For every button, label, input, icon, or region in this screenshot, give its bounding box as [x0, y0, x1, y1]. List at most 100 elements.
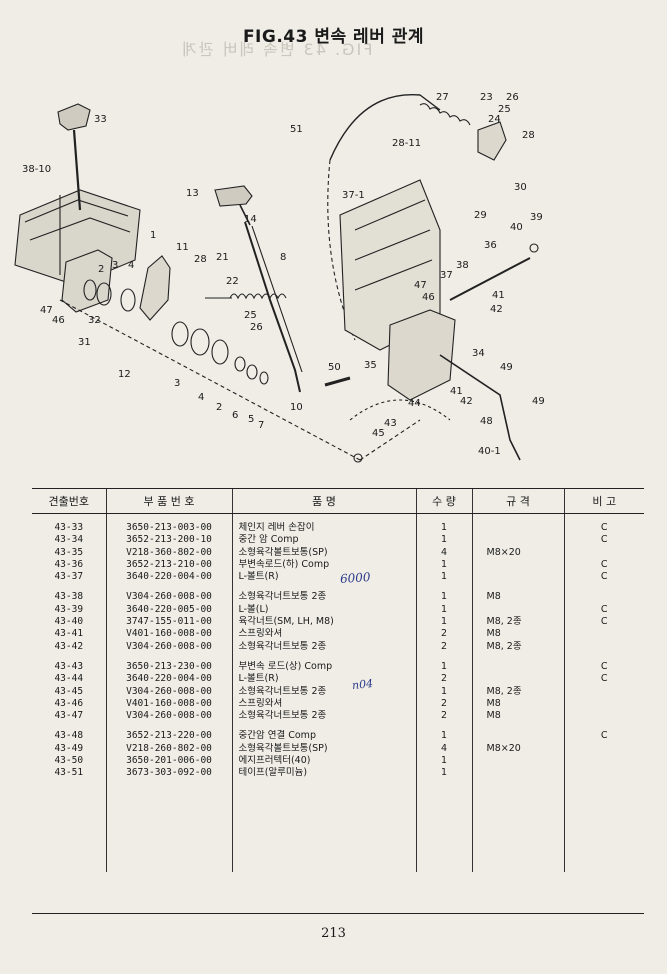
table-cell-name: L-볼(L)	[231, 603, 416, 617]
callout-label: 13	[186, 188, 199, 199]
table-bottom-rule	[32, 913, 644, 914]
callout-label: 31	[78, 337, 91, 348]
exploded-parts-diagram: 33 38-10 13 14 51 27 23 26 25 24 28 28-1…	[14, 92, 545, 463]
table-cell-remark: C	[563, 673, 644, 686]
table-cell-name: 체인지 레버 손잡이	[231, 522, 416, 535]
table-cell-name: 부변속 로드(상) Comp	[231, 660, 416, 674]
callout-label: 27	[436, 92, 449, 103]
column-header: 비 고	[563, 488, 644, 514]
callout-label: 38-10	[22, 164, 51, 175]
callout-label: 2	[216, 402, 222, 413]
table-cell-no: 43-34	[54, 534, 84, 546]
callout-label: 5	[248, 414, 254, 425]
table-cell-part: 3673-303-092-00	[105, 767, 232, 780]
column-header: 부 품 번 호	[105, 488, 232, 514]
callout-label: 42	[460, 396, 473, 407]
callout-label: 1	[150, 230, 156, 241]
table-cell-part: V218-260-802-00	[105, 742, 232, 756]
table-cell-name: L-볼트(R)	[231, 571, 416, 584]
callout-label: 46	[422, 292, 435, 303]
table-cell-remark: C	[563, 571, 644, 584]
table-cell-part: 3650-213-003-00	[105, 522, 232, 535]
table-spacer-row	[32, 652, 644, 661]
column-header: 견출번호	[32, 488, 106, 514]
callout-labels: 33 38-10 13 14 51 27 23 26 25 24 28 28-1…	[22, 92, 545, 457]
table-cell-qty: 1	[415, 685, 472, 698]
table-cell-spec: M8×20	[471, 742, 564, 756]
table-cell-part: V304-260-008-00	[105, 685, 232, 698]
table-cell-part: V304-260-008-00	[105, 591, 232, 604]
table-cell-spec: M8	[471, 591, 564, 604]
callout-label: 43	[384, 418, 397, 429]
table-cell-part: 3650-213-230-00	[105, 660, 232, 674]
table-cell-spec	[471, 730, 564, 743]
callout-label: 26	[250, 322, 263, 333]
table-cell-name: 스프링와셔	[231, 697, 416, 711]
table-cell-part: 3650-201-006-00	[105, 755, 232, 768]
callout-label: 40	[510, 222, 523, 233]
table-cell-spec: M8, 2종	[471, 685, 564, 698]
table-cell-name: 소형육각너트보통 2종	[231, 685, 416, 698]
table-cell-part: 3640-220-004-00	[105, 571, 232, 584]
diagram-linework	[14, 93, 539, 463]
table-cell-spec: M8	[471, 710, 564, 723]
callout-label: 3	[112, 260, 118, 271]
table-cell-spec	[471, 755, 564, 768]
table-filler-row	[32, 779, 644, 872]
callout-label: 35	[364, 360, 377, 371]
callout-label: 14	[244, 214, 257, 225]
table-cell-no: 43-37	[54, 571, 84, 583]
table-cell-qty: 2	[415, 710, 472, 723]
table-cell-qty: 1	[415, 534, 472, 547]
table-cell-qty: 1	[415, 558, 472, 572]
table-cell-no: 43-35	[54, 546, 84, 558]
table-cell-no: 43-40	[54, 616, 84, 628]
table-cell-spec: M8	[471, 697, 564, 711]
callout-label: 28-11	[392, 138, 421, 149]
table-cell-remark: C	[563, 730, 644, 743]
table-cell-name: 소형육각너트보통 2종	[231, 591, 416, 604]
callout-label: 6	[232, 410, 238, 421]
handwritten-note: n04	[351, 676, 374, 693]
table-cell-name: 소형육각너트보통 2종	[231, 640, 416, 653]
callout-label: 49	[532, 396, 545, 407]
table-cell-qty: 1	[415, 660, 472, 674]
table-cell-part: 3652-213-220-00	[105, 730, 232, 743]
callout-label: 29	[474, 210, 487, 221]
callout-label: 23	[480, 92, 493, 103]
table-cell-remark	[563, 742, 644, 756]
table-cell-part: V218-360-802-00	[105, 546, 232, 559]
table-cell-qty: 4	[415, 546, 472, 559]
table-cell-qty: 2	[415, 628, 472, 641]
table-cell-name: 에지프러텍터(40)	[231, 755, 416, 768]
table-cell-part: V401-160-008-00	[105, 697, 232, 711]
callout-label: 38	[456, 260, 469, 271]
table-cell-spec	[471, 522, 564, 535]
callout-label: 22	[226, 276, 239, 287]
table-cell-no: 43-44	[54, 673, 84, 685]
table-cell-part: 3747-155-011-00	[105, 616, 232, 629]
table-cell-qty: 2	[415, 673, 472, 686]
table-cell-qty: 1	[415, 571, 472, 584]
callout-label: 2	[98, 264, 104, 275]
table-cell-spec: M8	[471, 628, 564, 641]
table-cell-remark: C	[563, 616, 644, 629]
callout-label: 26	[506, 92, 519, 103]
callout-label: 37-1	[342, 190, 365, 201]
table-cell-qty: 1	[415, 603, 472, 617]
